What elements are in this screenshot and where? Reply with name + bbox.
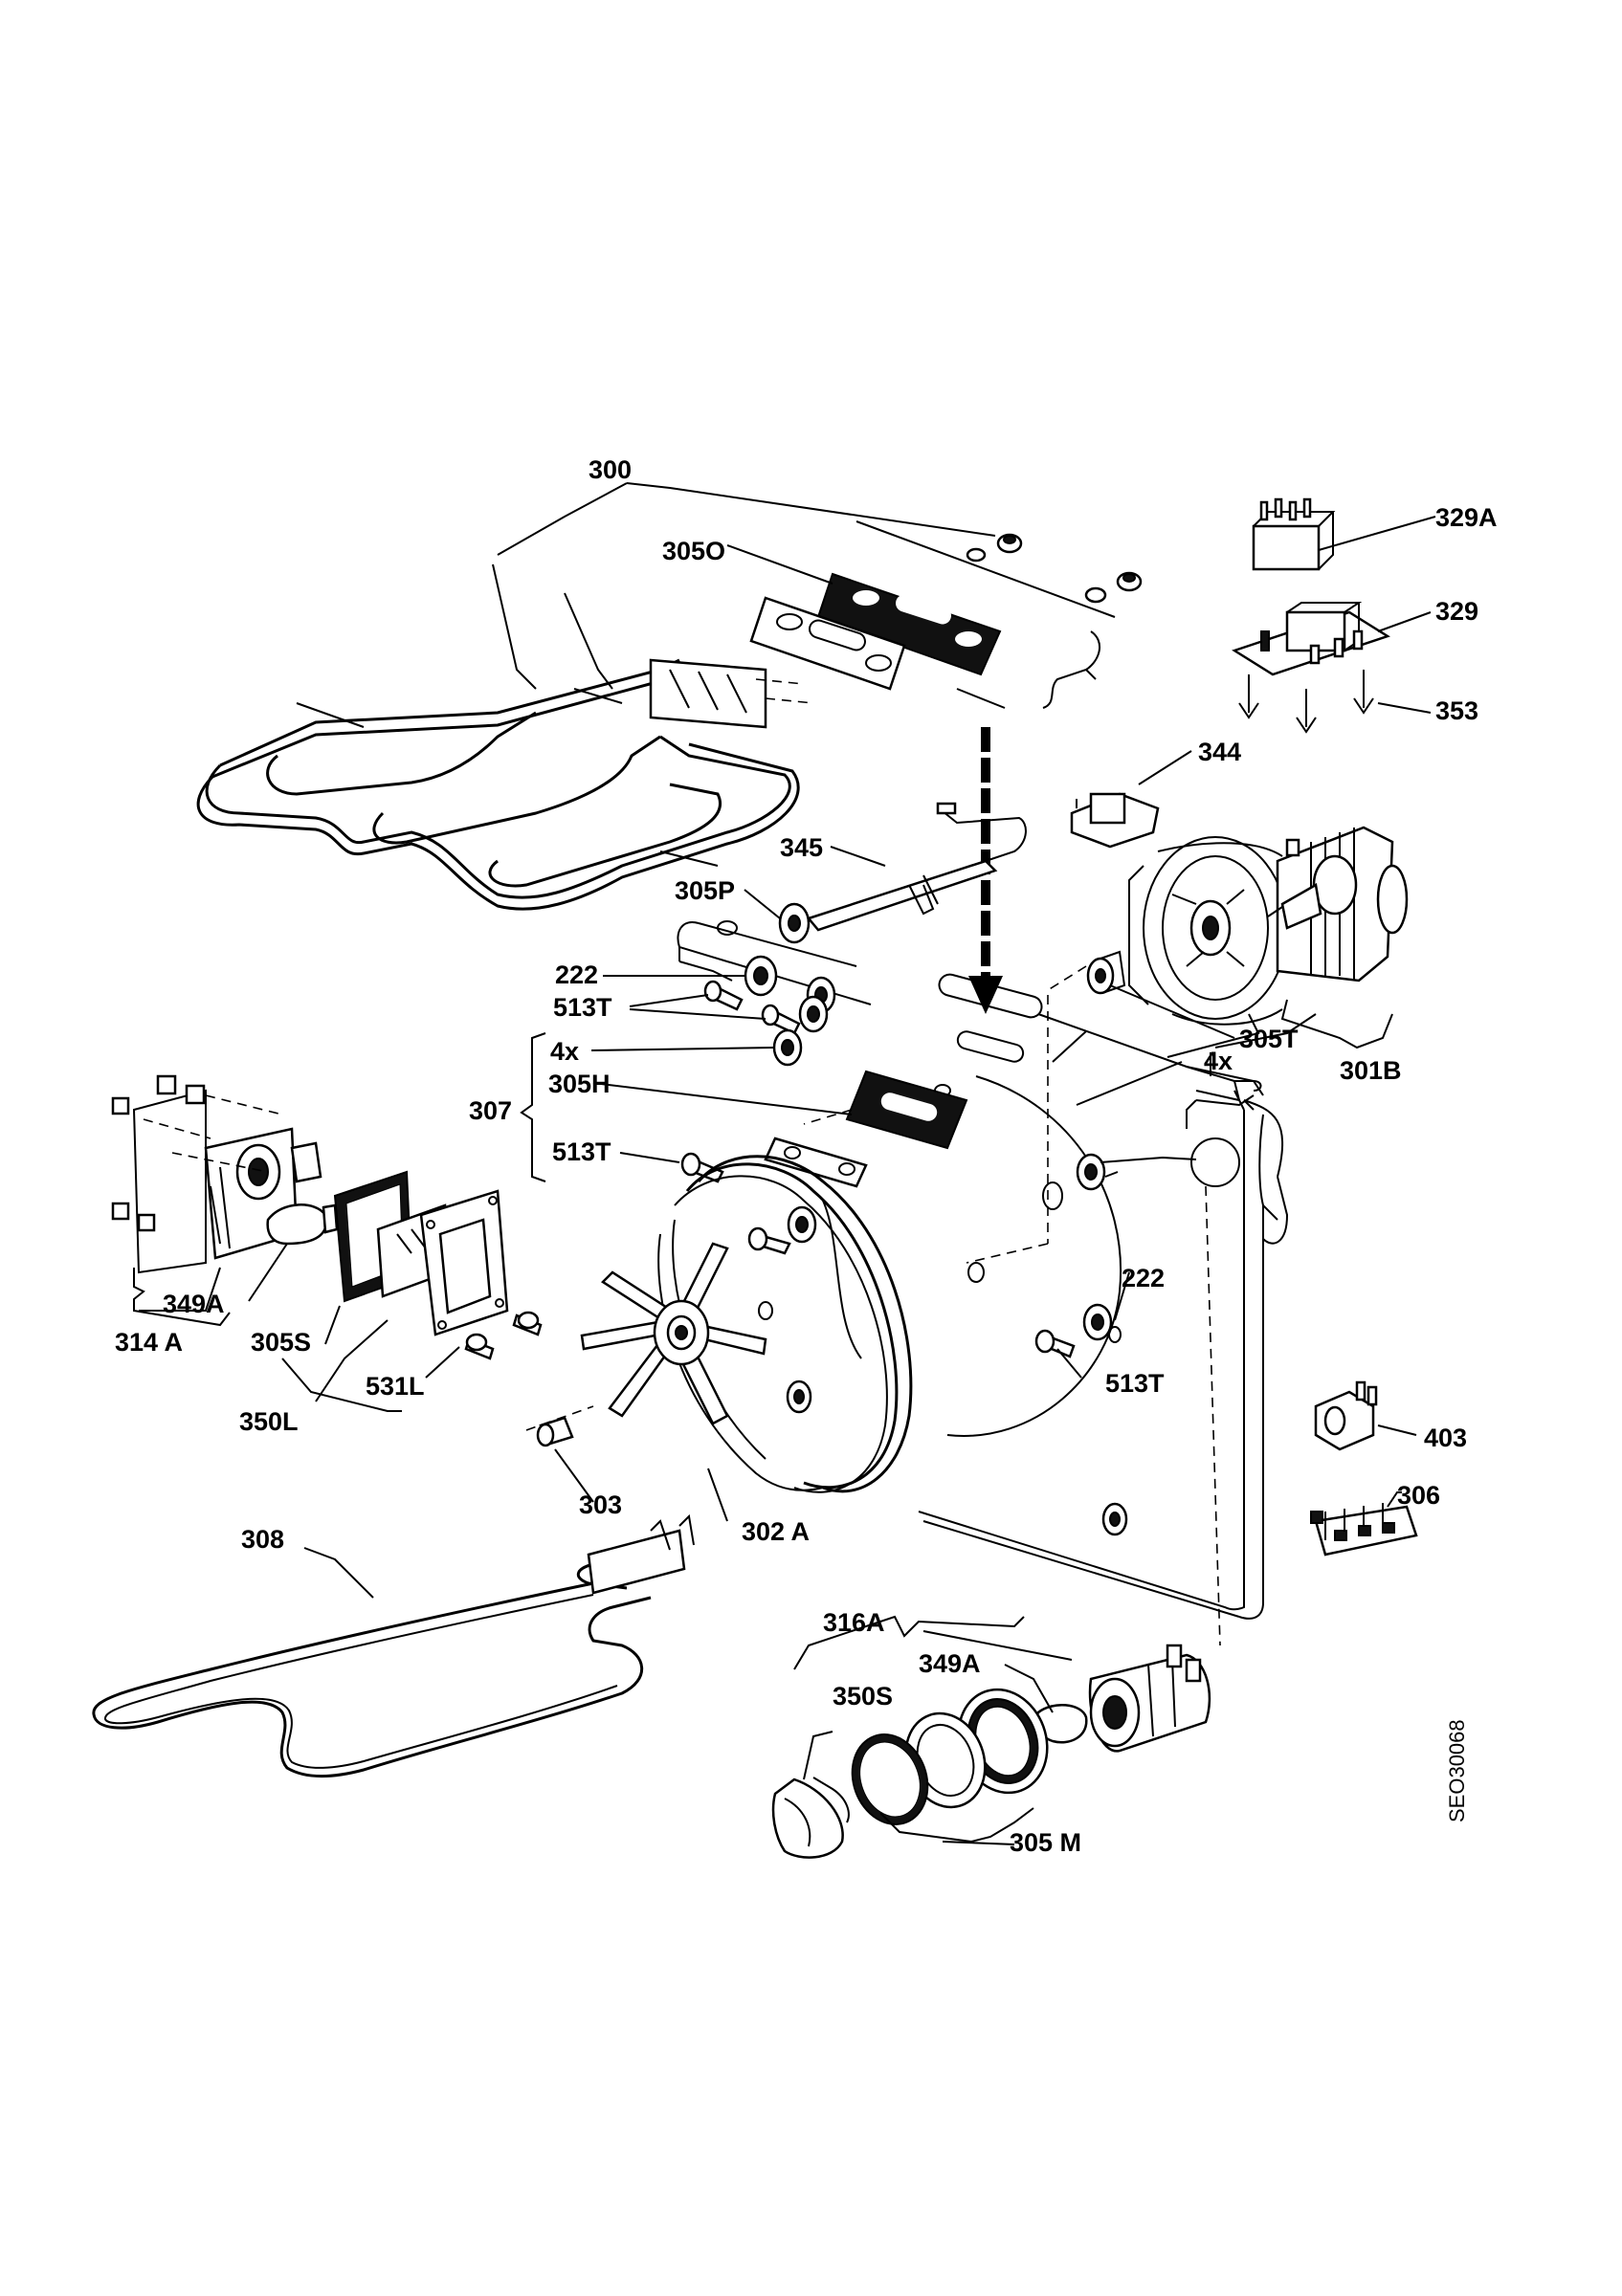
nut-303: [536, 1416, 574, 1447]
label-222-top: 222: [555, 960, 598, 989]
fan-302A: [580, 1242, 767, 1425]
label-329: 329: [1435, 597, 1478, 626]
label-303: 303: [579, 1490, 622, 1519]
assembly-guide-lines: [171, 965, 1221, 1646]
label-314A: 314 A: [115, 1328, 183, 1357]
label-302A: 302 A: [742, 1517, 810, 1546]
label-308: 308: [241, 1525, 284, 1554]
label-306: 306: [1397, 1481, 1440, 1510]
oven-back-panel: [677, 920, 1289, 1620]
label-353: 353: [1435, 696, 1478, 725]
gasket-305H: [764, 1070, 968, 1188]
label-305M: 305 M: [1010, 1828, 1081, 1857]
top-back-wall-section: [855, 520, 1116, 709]
label-305P: 305P: [675, 876, 735, 905]
bottom-heating-element-308: [92, 1513, 695, 1777]
label-305O: 305O: [662, 537, 725, 565]
label-349A-bottom: 349A: [919, 1649, 981, 1678]
label-344: 344: [1198, 738, 1241, 766]
label-350S: 350S: [833, 1682, 893, 1711]
label-345: 345: [780, 833, 823, 862]
label-305S: 305S: [251, 1328, 311, 1357]
label-222-bottom: 222: [1122, 1264, 1165, 1292]
label-305T: 305T: [1239, 1025, 1299, 1053]
label-300: 300: [589, 455, 632, 484]
fan-ring-heater: [657, 1155, 913, 1493]
nuts-and-washers: [966, 533, 1143, 604]
lamp-assembly-316A: [771, 1644, 1211, 1859]
label-301B: 301B: [1340, 1056, 1402, 1085]
label-513T-mid: 513T: [552, 1137, 611, 1166]
label-4x-left: 4x: [550, 1037, 579, 1066]
fan-motor-301B: [1128, 826, 1409, 1026]
group-braces: [133, 999, 1393, 1843]
drawing-code: SEO30068: [1445, 1719, 1469, 1822]
bushing-305T: [1086, 950, 1126, 995]
label-531L: 531L: [366, 1372, 425, 1401]
terminal-block-306: [1310, 1503, 1418, 1556]
leader-lines: [139, 482, 1436, 1845]
mounting-plate: [749, 596, 906, 691]
label-403: 403: [1424, 1424, 1467, 1452]
label-329A: 329A: [1435, 503, 1498, 532]
gasket-305O: [816, 572, 1002, 676]
label-307: 307: [469, 1096, 512, 1125]
grill-heating-element: [196, 563, 814, 911]
label-316A: 316A: [823, 1608, 885, 1637]
lamp-cover-350L: [333, 1170, 543, 1360]
nut-305P: [778, 902, 811, 944]
relay-board-329: [1232, 602, 1390, 734]
relay-329A: [1252, 497, 1336, 571]
label-513T-top: 513T: [553, 993, 612, 1022]
label-305H: 305H: [548, 1070, 611, 1098]
label-350L: 350L: [239, 1407, 299, 1436]
connector-403: [1314, 1380, 1378, 1451]
label-4x-right: 4x: [1204, 1047, 1233, 1075]
part-labels: 300 305O 329A 329 353 344 345 305P 222 5…: [115, 455, 1498, 1857]
label-513T-bottom: 513T: [1105, 1369, 1165, 1398]
rod-345: [806, 802, 1027, 932]
switch-344: [1070, 792, 1160, 849]
panel-screws: [680, 955, 1128, 1536]
side-lamp-assembly-314A: [111, 1074, 339, 1274]
label-349A-left: 349A: [163, 1290, 225, 1318]
